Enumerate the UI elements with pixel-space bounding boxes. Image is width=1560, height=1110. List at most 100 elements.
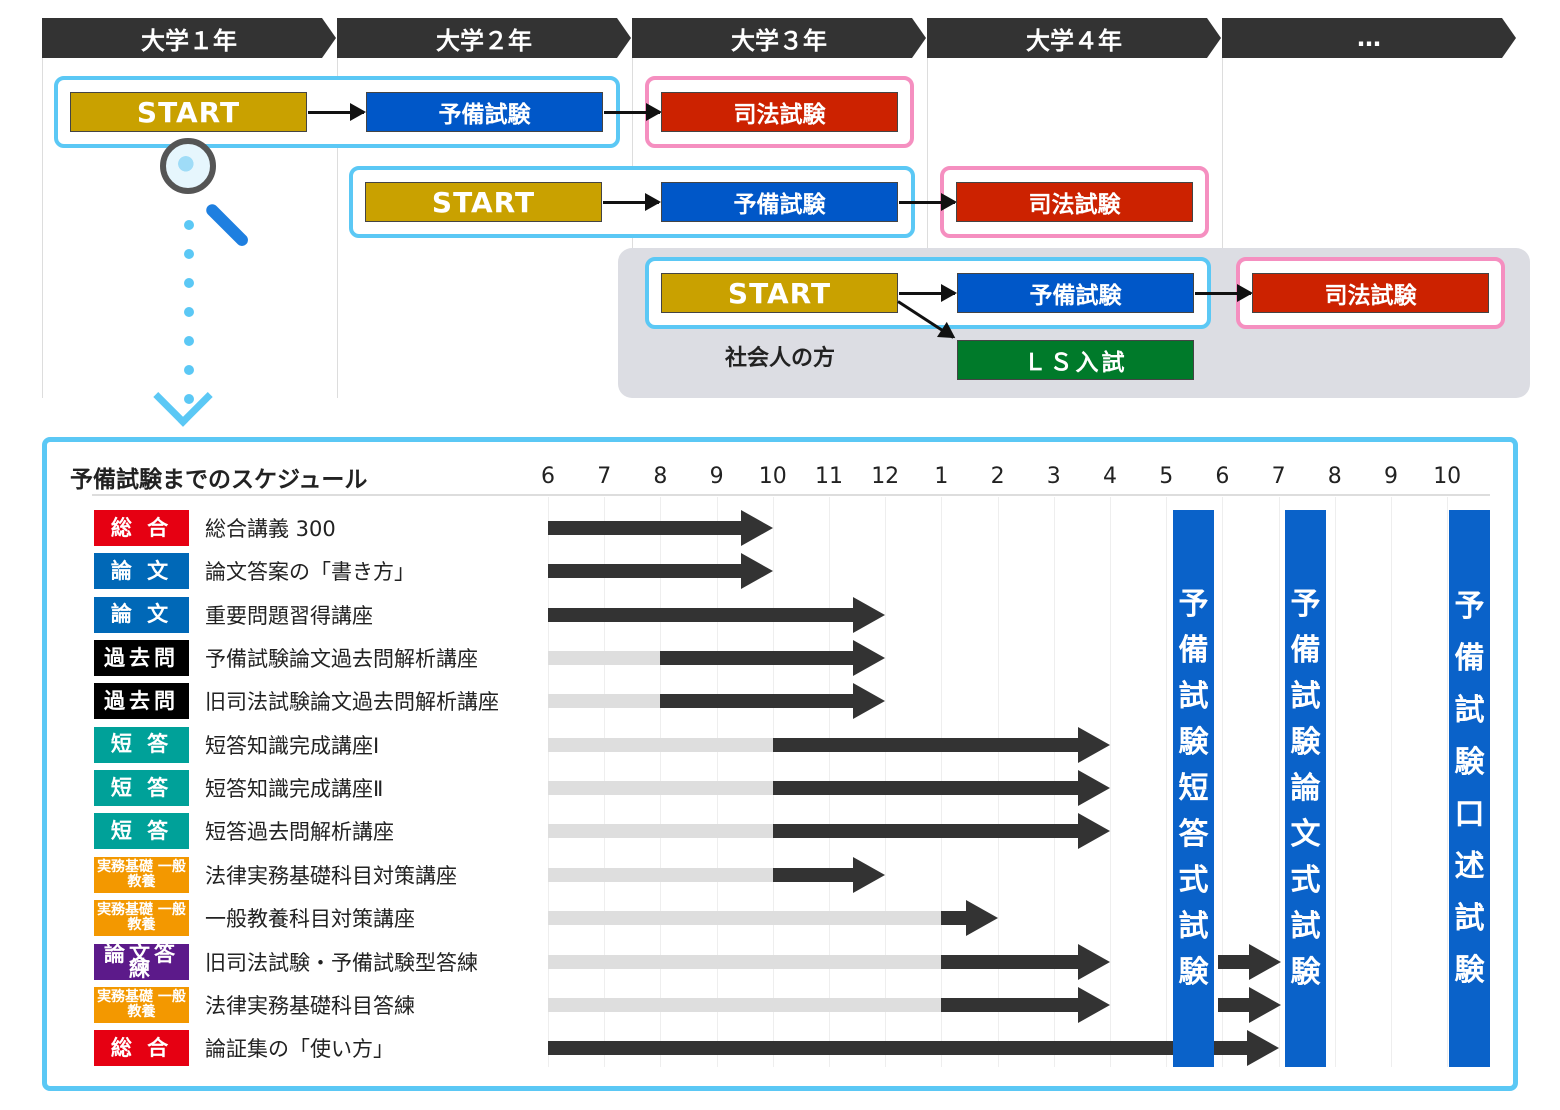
course-label: 重要問題習得講座 [205, 603, 373, 628]
course-label: 論文答案の「書き方」 [205, 560, 415, 585]
course-period-bar [941, 954, 1080, 969]
category-tag: 過去問 [94, 640, 189, 677]
course-label: 短答過去問解析講座 [205, 820, 394, 845]
exam-char: 試 [1454, 900, 1485, 936]
course-label: 法律実務基礎科目答練 [205, 993, 415, 1018]
exam-char: 験 [1454, 952, 1485, 988]
exam-char: 式 [1290, 862, 1321, 898]
dotted-line-icon [184, 365, 194, 375]
arrow-head-icon [1078, 726, 1110, 763]
pre-period-bar [548, 781, 773, 796]
dotted-line-icon [184, 249, 194, 259]
course-label: 一般教養科目対策講座 [205, 907, 415, 932]
pre-period-bar [548, 694, 661, 709]
course-label: 予備試験論文過去問解析講座 [205, 647, 478, 672]
magnifier-icon [160, 138, 216, 194]
schedule-box [42, 437, 1518, 1091]
pre-period-bar [548, 867, 773, 882]
exam-char: 試 [1290, 908, 1321, 944]
category-tag: 実務基礎 一般教養 [94, 986, 189, 1023]
month-label: 3 [1046, 464, 1061, 489]
pre-period-bar [548, 651, 661, 666]
start-block: START [365, 182, 602, 222]
course-label: 論証集の「使い方」 [205, 1037, 394, 1062]
arrow-head-icon [1246, 1030, 1279, 1067]
category-tag: 論 文 [94, 596, 189, 633]
arrow-icon [899, 193, 957, 211]
grid-line [1222, 497, 1224, 1067]
exam-char: 文 [1290, 816, 1321, 852]
month-label: 6 [541, 464, 555, 489]
month-label: 12 [871, 464, 900, 489]
course-period-bar [772, 737, 1080, 752]
shiho-block: 司法試験 [956, 182, 1193, 222]
category-tag: 実務基礎 一般教養 [94, 856, 189, 893]
arrow-icon [604, 103, 662, 121]
arrow-icon [899, 284, 957, 302]
arrow-icon [603, 193, 661, 211]
exam-column: 予備試験短答式試験予備試験短答式試験 [1173, 510, 1214, 1067]
grid-line [1391, 497, 1392, 1067]
month-label: 10 [1433, 464, 1462, 489]
arrow-head-icon [1078, 943, 1110, 980]
course-label: 総合講義 300 [205, 517, 336, 541]
exam-char: 試 [1290, 678, 1321, 714]
column-divider [927, 58, 928, 398]
grid-line [1166, 497, 1168, 1067]
exam-char: 験 [1454, 744, 1485, 780]
year-header: 大学４年 [927, 18, 1221, 58]
category-tag: 過去問 [94, 683, 189, 720]
yobi-block: 予備試験 [661, 182, 898, 222]
category-tag: 論 文 [94, 553, 189, 590]
pre-period-bar [548, 824, 773, 839]
exam-char: 述 [1454, 848, 1485, 884]
pre-period-bar [548, 911, 942, 926]
continuation-bar [1218, 997, 1249, 1012]
exam-char: 式 [1178, 862, 1209, 898]
continuation-bar [1218, 954, 1249, 969]
header-divider [92, 494, 1490, 496]
exam-char: 試 [1454, 692, 1485, 728]
course-period-bar [548, 521, 743, 535]
schedule-title: 予備試験までのスケジュール [70, 467, 368, 493]
magnifier-handle-icon [203, 201, 251, 249]
column-divider [337, 58, 338, 398]
course-label: 短答知識完成講座Ⅱ [205, 777, 384, 802]
start-block: START [70, 92, 307, 132]
category-tag: 総 合 [94, 510, 189, 546]
exam-column: 予備試験論文式試験予備試験論文式試験 [1285, 510, 1326, 1067]
exam-column: 予備試験口述試験予備試験口述試験 [1449, 510, 1490, 1067]
month-label: 7 [597, 464, 612, 489]
exam-char: 論 [1290, 770, 1321, 806]
month-label: 7 [1271, 464, 1286, 489]
course-label: 短答知識完成講座Ⅰ [205, 733, 380, 758]
month-label: 4 [1103, 464, 1117, 489]
exam-char: 備 [1178, 632, 1209, 668]
arrow-head-icon [965, 900, 998, 937]
course-period-bar [548, 607, 856, 622]
category-tag: 論文答練 [94, 943, 189, 980]
shiho-block: 司法試験 [661, 92, 898, 132]
course-period-bar [660, 651, 856, 666]
working-adult-label: 社会人の方 [724, 346, 835, 371]
arrow-head-icon [740, 553, 773, 590]
month-label: 5 [1159, 464, 1174, 489]
month-label: 1 [934, 464, 949, 489]
exam-char: 験 [1290, 724, 1321, 760]
grid-line [1110, 497, 1111, 1067]
month-label: 2 [990, 464, 1005, 489]
grid-line [1278, 497, 1280, 1067]
exam-char: 短 [1178, 770, 1209, 806]
arrow-head-icon [1248, 986, 1281, 1023]
grid-line [1447, 497, 1449, 1067]
exam-char: 備 [1290, 632, 1321, 668]
year-header: … [1222, 18, 1516, 58]
pre-period-bar [548, 997, 942, 1012]
category-tag: 実務基礎 一般教養 [94, 900, 189, 937]
arrow-head-icon [1248, 943, 1281, 980]
yobi-block: 予備試験 [366, 92, 603, 132]
arrow-head-icon [853, 640, 886, 677]
start-block: START [661, 273, 898, 313]
chevron-down-icon [153, 367, 213, 427]
course-label: 法律実務基礎科目対策講座 [205, 863, 457, 888]
